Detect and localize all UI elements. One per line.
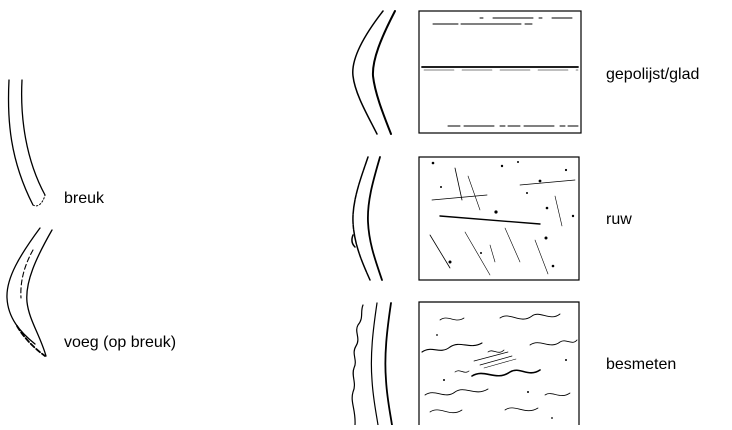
ruw-edge-profile: [351, 156, 383, 281]
ruw-surface-box: [418, 156, 580, 281]
label-ruw: ruw: [606, 211, 632, 228]
label-breuk: breuk: [64, 190, 105, 207]
besmeten-edge-profile: [351, 302, 393, 426]
gepolijst-surface-box: [418, 10, 582, 134]
label-voeg-op-breuk: voeg (op breuk): [64, 334, 177, 351]
label-besmeten: besmeten: [606, 356, 677, 373]
voeg-edge-profile: [6, 227, 53, 357]
label-gepolijst-glad: gepolijst/glad: [606, 66, 700, 83]
besmeten-surface-box: [418, 301, 580, 426]
breuk-edge-profile: [7, 79, 46, 207]
gepolijst-edge-profile: [352, 10, 396, 135]
